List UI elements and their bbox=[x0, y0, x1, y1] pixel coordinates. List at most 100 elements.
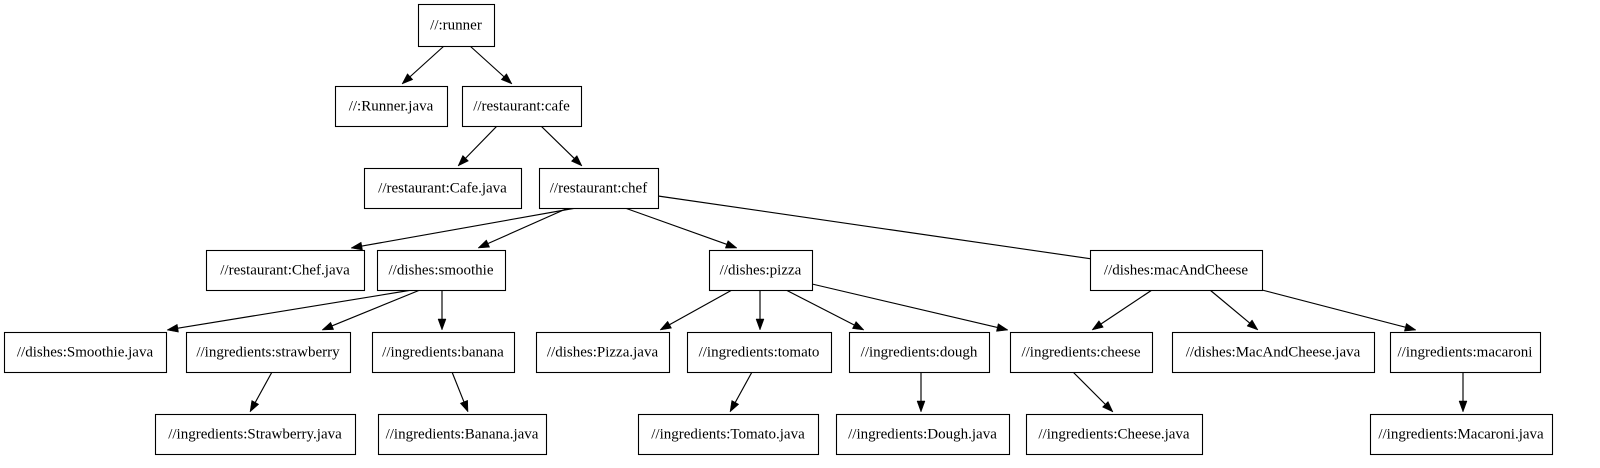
node-box[interactable] bbox=[363, 167, 523, 210]
edge-shaft bbox=[657, 195, 1103, 261]
arrowhead-icon bbox=[457, 154, 469, 167]
edge-dishes_pizza-to-pizza_java bbox=[659, 289, 733, 331]
node-label: //ingredients:Banana.java bbox=[386, 426, 539, 442]
arrowhead-icon bbox=[916, 400, 926, 413]
node-runner[interactable]: //:runner bbox=[417, 3, 496, 48]
arrowhead-icon bbox=[401, 73, 414, 85]
node-box[interactable] bbox=[538, 167, 660, 210]
node-ing_dough[interactable]: //ingredients:dough bbox=[848, 331, 991, 374]
node-smoothie_java[interactable]: //dishes:Smoothie.java bbox=[3, 331, 168, 374]
node-label: //restaurant:cafe bbox=[473, 98, 570, 114]
node-ing_banana[interactable]: //ingredients:banana bbox=[371, 331, 516, 374]
node-box[interactable] bbox=[3, 331, 168, 374]
edge-shaft bbox=[734, 371, 753, 403]
node-box[interactable] bbox=[377, 413, 548, 456]
node-ing_strawberry[interactable]: //ingredients:strawberry bbox=[185, 331, 352, 374]
node-box[interactable] bbox=[708, 249, 814, 292]
node-label: //ingredients:Tomato.java bbox=[651, 426, 805, 442]
node-restaurant_cafe[interactable]: //restaurant:cafe bbox=[461, 85, 583, 128]
edge-restaurant_chef-to-dishes_pizza bbox=[624, 207, 738, 249]
edge-runner-to-runner_java bbox=[401, 45, 445, 85]
node-strawberry_java[interactable]: //ingredients:Strawberry.java bbox=[154, 413, 357, 456]
edge-restaurant_cafe-to-cafe_java bbox=[457, 125, 498, 167]
node-box[interactable] bbox=[371, 331, 516, 374]
node-box[interactable] bbox=[376, 249, 507, 292]
node-label: //ingredients:tomato bbox=[699, 344, 820, 360]
edge-shaft bbox=[624, 207, 727, 245]
edge-restaurant_chef-to-chef_java bbox=[350, 207, 577, 251]
node-box[interactable] bbox=[686, 331, 833, 374]
node-label: //ingredients:Macaroni.java bbox=[1378, 426, 1544, 442]
node-runner_java[interactable]: //:Runner.java bbox=[334, 85, 449, 128]
node-cheese_java[interactable]: //ingredients:Cheese.java bbox=[1025, 413, 1204, 456]
edge-dishes_pizza-to-ing_dough bbox=[785, 289, 865, 331]
node-chef_java[interactable]: //restaurant:Chef.java bbox=[205, 249, 366, 292]
node-label: //restaurant:Cafe.java bbox=[378, 180, 507, 196]
node-label: //ingredients:banana bbox=[382, 344, 504, 360]
edge-ing_macaroni-to-macaroni_java bbox=[1458, 372, 1468, 413]
node-box[interactable] bbox=[535, 331, 671, 374]
node-dishes_pizza[interactable]: //dishes:pizza bbox=[708, 249, 814, 292]
edge-shaft bbox=[1100, 289, 1153, 325]
edge-dishes_macandcheese-to-macandcheese_java bbox=[1209, 289, 1259, 331]
node-tomato_java[interactable]: //ingredients:Tomato.java bbox=[637, 413, 820, 456]
arrowhead-icon bbox=[996, 323, 1009, 332]
node-dough_java[interactable]: //ingredients:Dough.java bbox=[835, 413, 1011, 456]
node-box[interactable] bbox=[205, 249, 366, 292]
node-box[interactable] bbox=[1025, 413, 1204, 456]
node-ing_macaroni[interactable]: //ingredients:macaroni bbox=[1389, 331, 1542, 374]
arrowhead-icon bbox=[321, 321, 335, 331]
node-box[interactable] bbox=[417, 3, 496, 48]
node-ing_cheese[interactable]: //ingredients:cheese bbox=[1009, 331, 1154, 374]
node-macandcheese_java[interactable]: //dishes:MacAndCheese.java bbox=[1171, 331, 1376, 374]
edge-shaft bbox=[177, 289, 413, 329]
edge-ing_tomato-to-tomato_java bbox=[729, 371, 753, 413]
node-dishes_macandcheese[interactable]: //dishes:macAndCheese bbox=[1089, 249, 1264, 292]
edge-dishes_smoothie-to-smoothie_java bbox=[166, 289, 413, 333]
node-box[interactable] bbox=[1389, 331, 1542, 374]
node-label: //dishes:Smoothie.java bbox=[17, 344, 154, 360]
node-ing_tomato[interactable]: //ingredients:tomato bbox=[686, 331, 833, 374]
arrowhead-icon bbox=[724, 240, 738, 249]
node-box[interactable] bbox=[848, 331, 991, 374]
node-label: //dishes:pizza bbox=[720, 262, 802, 278]
node-label: //ingredients:Cheese.java bbox=[1038, 426, 1190, 442]
node-label: //restaurant:chef bbox=[550, 180, 647, 196]
edge-dishes_macandcheese-to-ing_cheese bbox=[1091, 289, 1153, 331]
edge-dishes_pizza-to-ing_cheese bbox=[811, 283, 1009, 332]
node-box[interactable] bbox=[154, 413, 357, 456]
node-box[interactable] bbox=[334, 85, 449, 128]
node-label: //ingredients:macaroni bbox=[1398, 344, 1533, 360]
node-label: //dishes:MacAndCheese.java bbox=[1186, 344, 1361, 360]
node-box[interactable] bbox=[1009, 331, 1154, 374]
edge-shaft bbox=[487, 207, 569, 245]
node-box[interactable] bbox=[1369, 413, 1554, 456]
node-label: //ingredients:cheese bbox=[1021, 344, 1140, 360]
node-label: //:Runner.java bbox=[349, 98, 434, 114]
arrowhead-icon bbox=[459, 399, 469, 413]
edge-shaft bbox=[331, 289, 421, 327]
node-box[interactable] bbox=[185, 331, 352, 374]
node-dishes_smoothie[interactable]: //dishes:smoothie bbox=[376, 249, 507, 292]
node-box[interactable] bbox=[637, 413, 820, 456]
node-box[interactable] bbox=[835, 413, 1011, 456]
arrowhead-icon bbox=[1458, 400, 1468, 413]
node-pizza_java[interactable]: //dishes:Pizza.java bbox=[535, 331, 671, 374]
node-box[interactable] bbox=[1171, 331, 1376, 374]
arrowhead-icon bbox=[1246, 319, 1259, 331]
node-macaroni_java[interactable]: //ingredients:Macaroni.java bbox=[1369, 413, 1554, 456]
edge-shaft bbox=[469, 45, 505, 78]
edge-shaft bbox=[669, 289, 733, 326]
edge-shaft bbox=[1072, 371, 1106, 405]
node-box[interactable] bbox=[1089, 249, 1264, 292]
arrowhead-icon bbox=[477, 239, 491, 249]
edge-shaft bbox=[465, 125, 498, 159]
edge-ing_dough-to-dough_java bbox=[916, 372, 926, 413]
node-label: //restaurant:Chef.java bbox=[220, 262, 350, 278]
node-label: //ingredients:Dough.java bbox=[848, 426, 997, 442]
node-cafe_java[interactable]: //restaurant:Cafe.java bbox=[363, 167, 523, 210]
node-restaurant_chef[interactable]: //restaurant:chef bbox=[538, 167, 660, 210]
node-banana_java[interactable]: //ingredients:Banana.java bbox=[377, 413, 548, 456]
node-box[interactable] bbox=[461, 85, 583, 128]
